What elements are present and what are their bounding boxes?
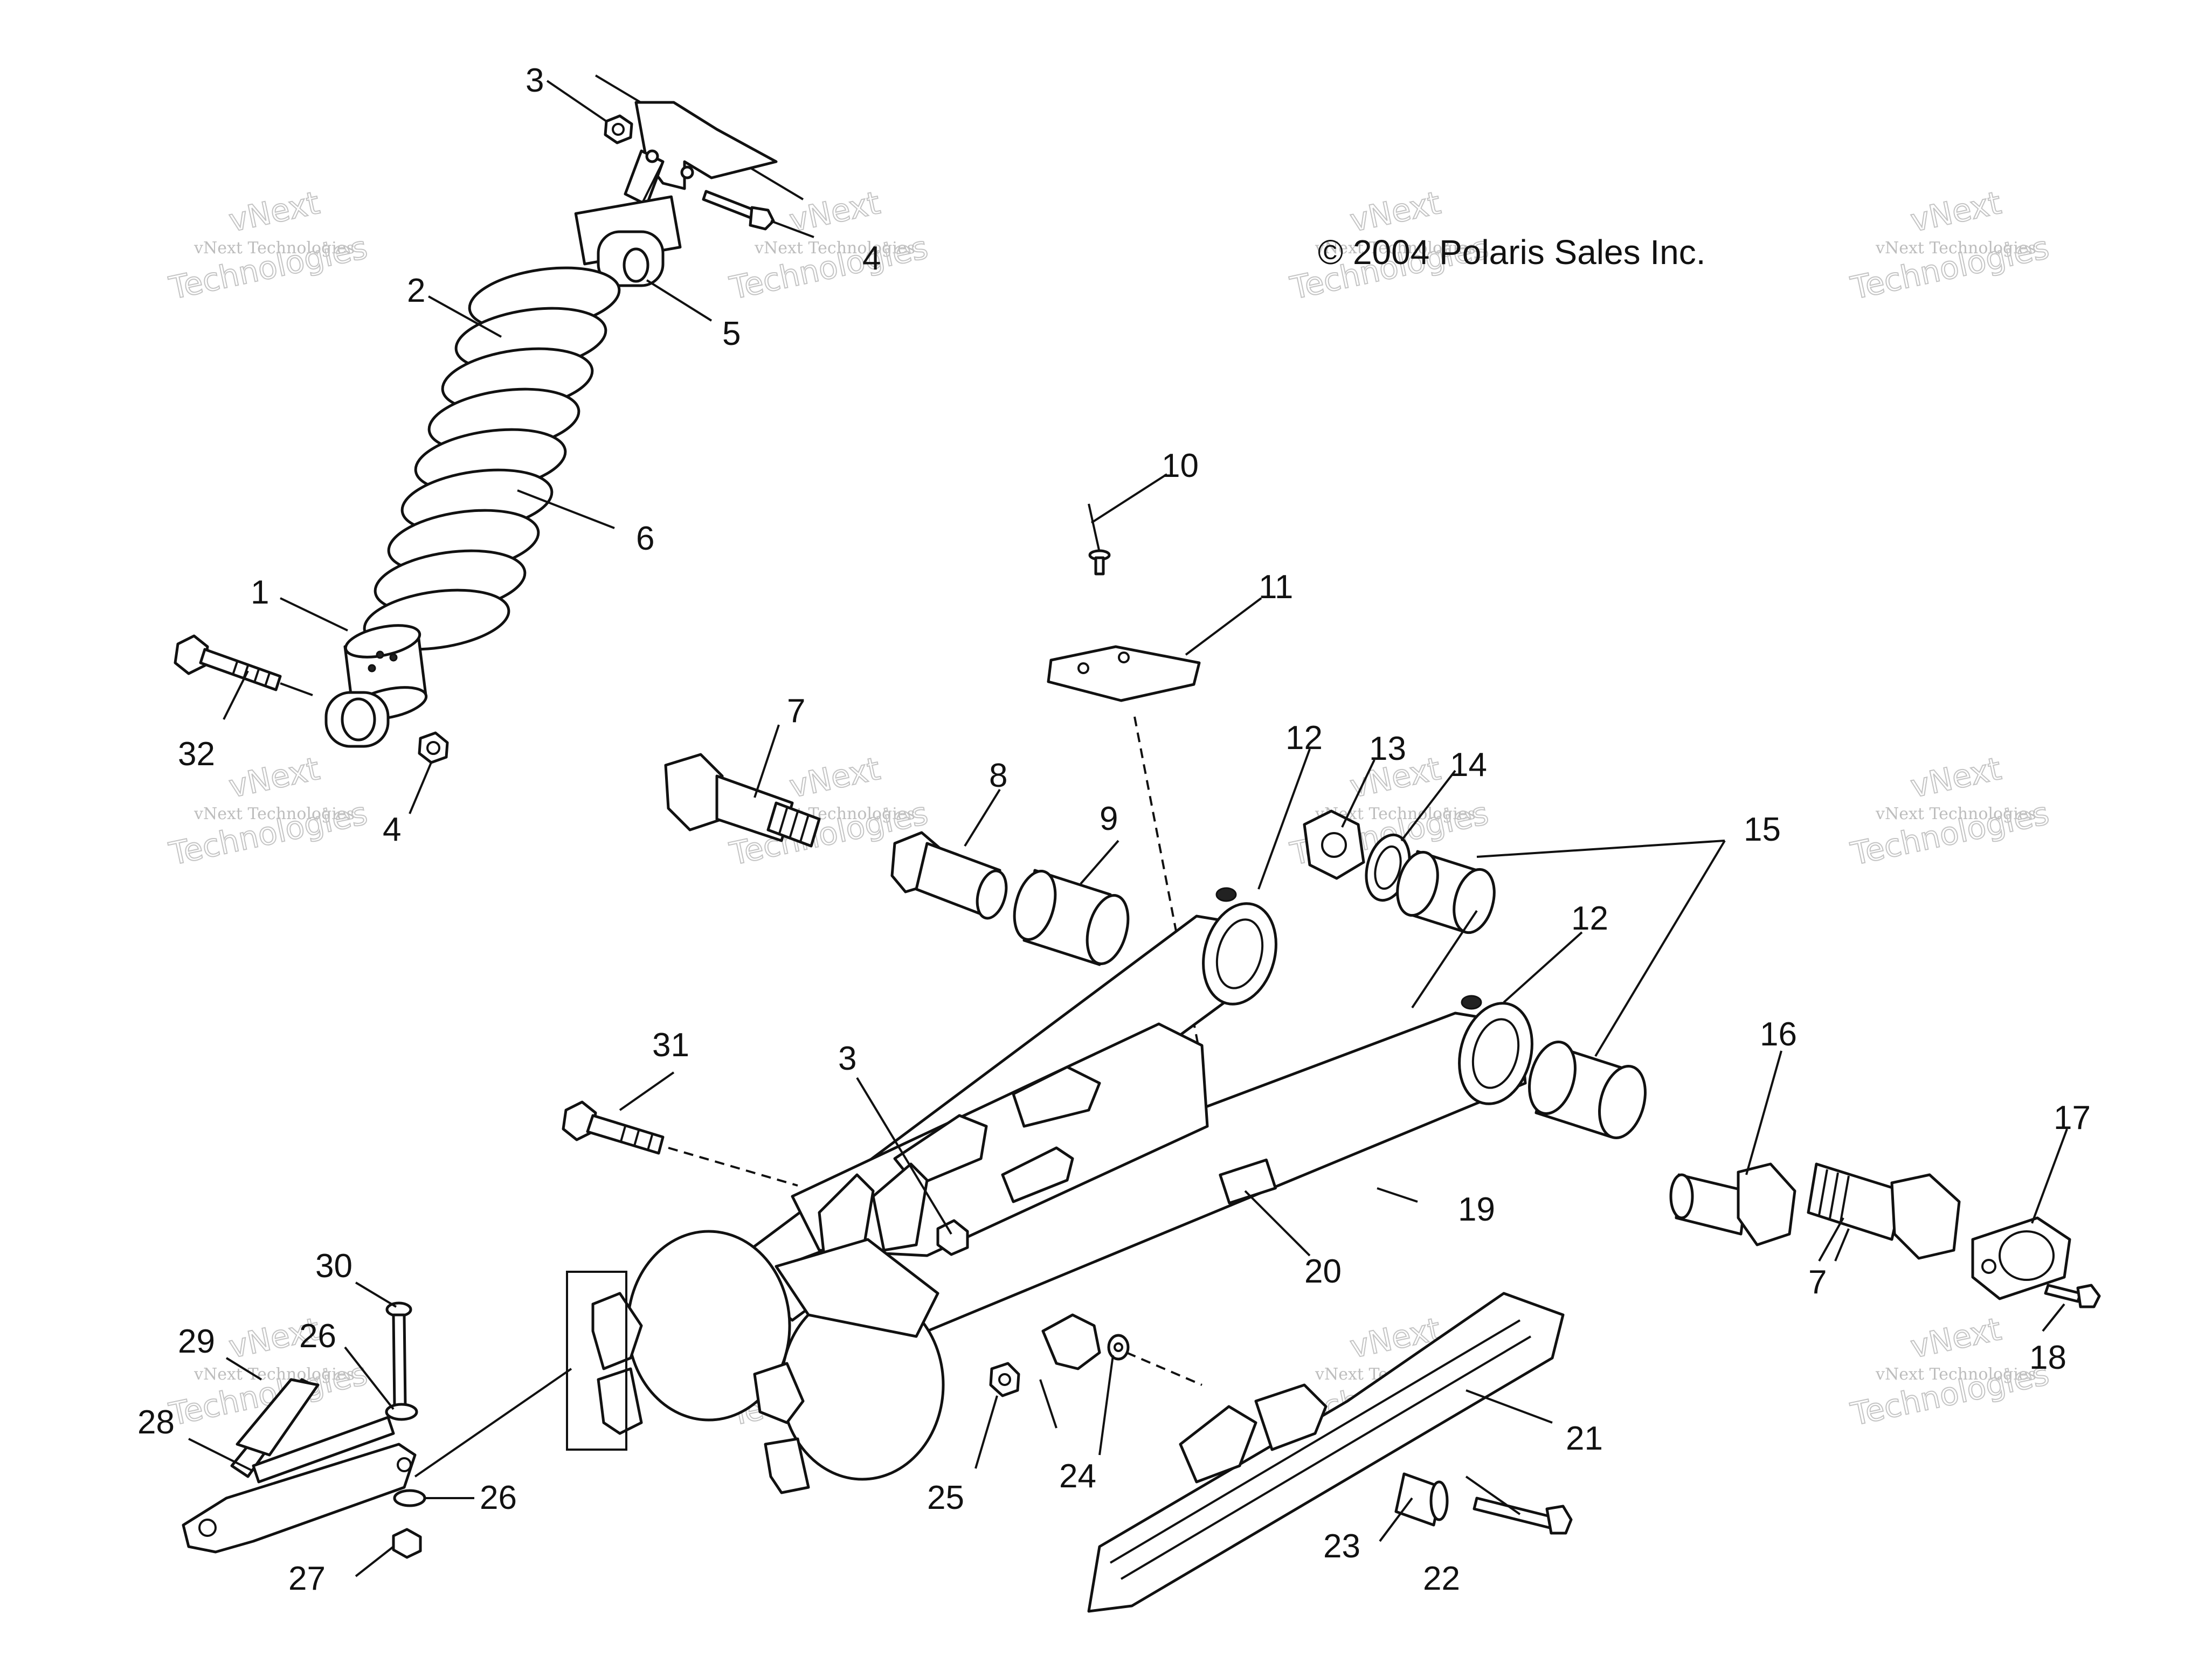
nut-part-4-lower [418,731,449,764]
nut-part-13 [1303,809,1365,880]
watermark-text: vNext [786,184,883,239]
lock-plate-part-17 [1971,1216,2071,1300]
coil-spring [363,266,621,651]
callout-4: 4 [383,811,401,848]
callout-6: 6 [636,520,654,557]
nut-part-25 [989,1362,1020,1397]
callout-4: 4 [862,240,881,277]
bracket-part-24-arm [1039,1313,1101,1429]
watermark-text: vNext Technologies [193,239,355,258]
swing-arm-part-19 [726,887,1533,1360]
leader-lines [188,80,2068,1577]
watermark-text: vNext [1347,184,1444,239]
bolt-part-4-top [702,190,775,231]
callout-26: 26 [299,1318,336,1355]
callout-5: 5 [722,315,741,352]
callout-1: 1 [251,574,269,611]
callout-26: 26 [480,1479,517,1516]
bolt-part-18 [2044,1284,2101,1308]
plate-part-11 [1047,645,1201,702]
watermark-text: vNext [786,750,883,805]
swing-arm-front-housing [566,1230,945,1494]
callout-9: 9 [1100,800,1118,837]
callout-25: 25 [927,1479,964,1516]
callout-12: 12 [1571,900,1608,937]
watermark-text: vNext Technologies [193,1365,355,1384]
rivet-part-10 [1088,503,1111,576]
callout-17: 17 [2054,1099,2091,1137]
spacer-part-23 [1394,1472,1449,1527]
bolt-part-16 [1669,1162,1796,1246]
skid-plate-part-21 [1087,1292,1565,1613]
callout-24: 24 [1059,1458,1096,1495]
callout-30: 30 [315,1248,352,1285]
callout-7: 7 [1808,1264,1827,1301]
watermark-text: vNext Technologies [193,805,355,823]
watermark-text: vNext Technologies [754,239,915,258]
callout-28: 28 [137,1404,175,1441]
callout-3: 3 [526,62,544,99]
copyright-text: © 2004 Polaris Sales Inc. [1318,233,1706,272]
bolt-part-30 [385,1301,412,1408]
bushing-part-8 [890,831,1008,920]
callout-12: 12 [1285,719,1323,757]
callout-16: 16 [1760,1016,1797,1053]
callout-27: 27 [288,1560,326,1597]
callout-10: 10 [1162,447,1199,484]
watermark-text: vNext [226,750,323,805]
watermark-text: vNext Technologies [1875,1365,2036,1384]
callout-8: 8 [989,757,1007,794]
callout-labels: 3 4 2 5 6 1 32 4 7 8 9 10 11 12 13 14 15… [137,62,2091,1597]
watermark-text: vNext [1907,1311,2004,1366]
bolt-part-31 [562,1100,665,1155]
callout-32: 32 [178,736,215,773]
nut-part-3-top [604,114,633,144]
watermark-text: vNext [226,184,323,239]
callout-2: 2 [407,272,425,309]
callout-11: 11 [1259,569,1293,606]
callout-3: 3 [838,1040,856,1077]
bolt-part-32 [174,634,313,696]
washer-part-26-bottom [393,1489,426,1507]
bushing-part-15-lower [1528,1041,1647,1139]
bushing-part-15-upper [1396,850,1496,934]
callout-31: 31 [652,1027,689,1064]
pivot-bolt-part-7-left [664,753,821,848]
callout-13: 13 [1369,730,1406,767]
bushing-part-9 [1013,869,1130,966]
callout-29: 29 [178,1323,215,1360]
callout-20: 20 [1304,1253,1342,1290]
callout-21: 21 [1566,1420,1603,1457]
watermark-text: vNext Technologies [1875,805,2036,823]
watermark-text: vNext Technologies [1875,239,2036,258]
callout-18: 18 [2029,1339,2066,1376]
callout-22: 22 [1423,1560,1460,1597]
shock-mount-bracket [595,74,804,206]
strap-part-29 [236,1378,320,1457]
watermark-text: vNext [1907,750,2004,805]
callout-19: 19 [1458,1191,1495,1228]
shock-absorber [324,195,682,748]
nut-part-27 [392,1528,422,1559]
watermark-text: vNext [1907,184,2004,239]
pivot-bolt-part-7-right [1807,1162,1961,1260]
bolt-part-22 [1473,1496,1573,1535]
washer-part-24 [1107,1334,1130,1361]
callout-14: 14 [1450,746,1487,784]
callout-15: 15 [1744,811,1781,848]
callout-7: 7 [787,692,805,730]
callout-23: 23 [1323,1528,1360,1565]
watermark-text: vNext Technologies [1315,239,1476,258]
washer-part-26-top [385,1403,418,1421]
